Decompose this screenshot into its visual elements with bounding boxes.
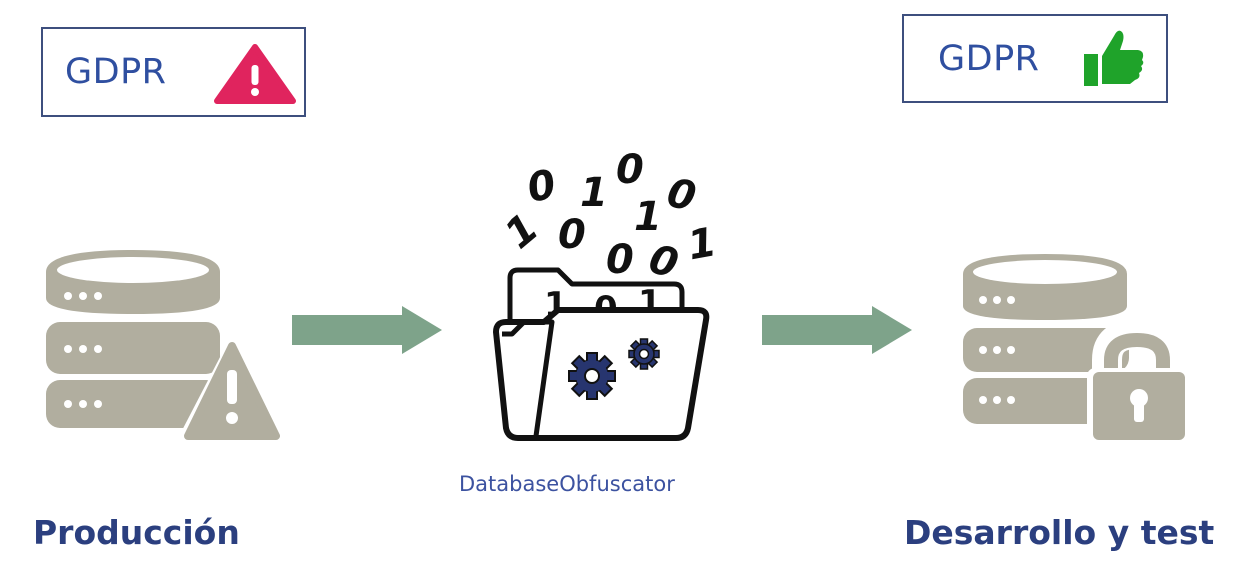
gdpr-warning-box: GDPR bbox=[41, 27, 306, 117]
database-lock-icon bbox=[963, 254, 1191, 444]
svg-text:0: 0 bbox=[523, 161, 560, 212]
arrow-right-icon bbox=[292, 306, 442, 354]
gdpr-label-right: GDPR bbox=[938, 38, 1040, 79]
svg-text:0: 0 bbox=[663, 170, 700, 221]
svg-text:1: 1 bbox=[684, 219, 719, 269]
arrow-right-icon-2 bbox=[762, 306, 912, 354]
folder-gears-icon: 0 1 0 0 1 0 1 0 0 1 101 bbox=[493, 148, 720, 441]
database-warning-icon bbox=[46, 250, 286, 442]
warning-triangle-icon bbox=[214, 44, 296, 104]
svg-text:0: 0 bbox=[606, 237, 634, 283]
svg-text:0: 0 bbox=[558, 212, 586, 258]
source-label: Producción bbox=[33, 513, 240, 552]
gdpr-ok-box: GDPR bbox=[902, 14, 1168, 103]
svg-text:0: 0 bbox=[644, 236, 683, 288]
thumbs-up-icon bbox=[1084, 30, 1144, 86]
gdpr-label-left: GDPR bbox=[65, 52, 167, 92]
svg-text:1: 1 bbox=[634, 194, 662, 240]
tool-label: DatabaseObfuscator bbox=[459, 472, 675, 496]
svg-text:1: 1 bbox=[580, 170, 608, 216]
svg-text:0: 0 bbox=[616, 148, 644, 193]
svg-text:1: 1 bbox=[496, 205, 547, 258]
target-label: Desarrollo y test bbox=[904, 513, 1215, 552]
